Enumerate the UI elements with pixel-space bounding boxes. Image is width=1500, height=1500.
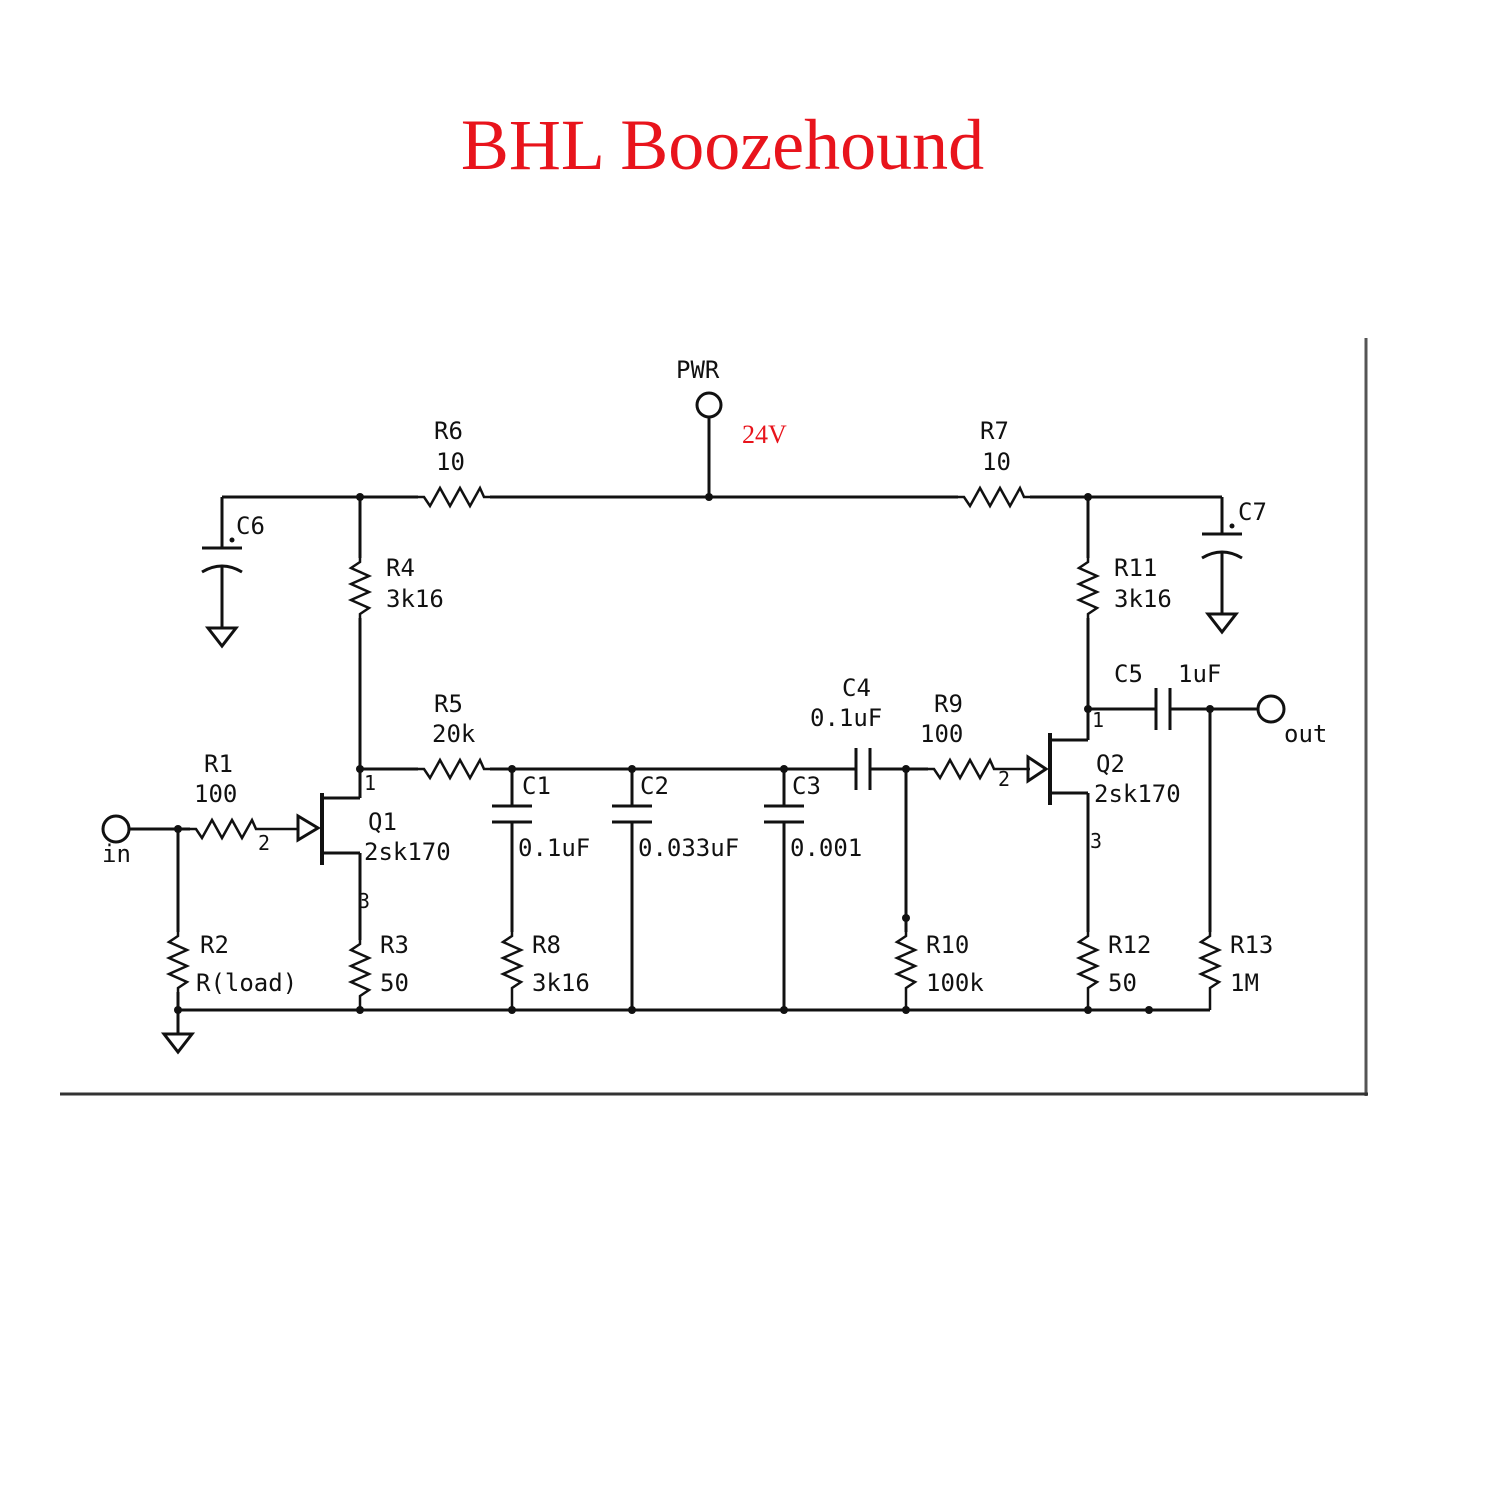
c5-ref: C5 [1114, 660, 1143, 688]
resistor-r6 [418, 485, 490, 509]
c3-value: 0.001 [790, 834, 862, 862]
r1-ref: R1 [204, 750, 233, 778]
capacitor-c3 [764, 769, 804, 1010]
r4-ref: R4 [386, 554, 415, 582]
r6-ref: R6 [434, 417, 463, 445]
r7-value: 10 [982, 448, 1011, 476]
ground-icon [1204, 612, 1240, 635]
r4-value: 3k16 [386, 585, 444, 613]
r9-ref: R9 [934, 690, 963, 718]
c3-ref: C3 [792, 772, 821, 800]
r11-ref: R11 [1114, 554, 1157, 582]
q2-pin-gate: 2 [998, 767, 1010, 791]
capacitor-c1 [492, 769, 532, 932]
output-label: out [1284, 720, 1327, 748]
q1-ref: Q1 [368, 808, 397, 836]
r8-ref: R8 [532, 931, 561, 959]
page-title: BHL Boozehound [460, 105, 985, 185]
r6-value: 10 [436, 448, 465, 476]
resistor-r13 [1197, 709, 1223, 1010]
c1-ref: C1 [522, 772, 551, 800]
ground-icon [204, 626, 240, 649]
c2-ref: C2 [640, 772, 669, 800]
capacitor-c2 [612, 769, 652, 1010]
r7-ref: R7 [980, 417, 1009, 445]
q2-pin-source: 3 [1090, 829, 1102, 853]
r10-value: 100k [926, 969, 984, 997]
schematic-panel [60, 338, 1368, 1096]
resistor-r11 [1075, 497, 1101, 740]
r12-value: 50 [1108, 969, 1137, 997]
capacitor-c4 [850, 748, 928, 790]
q1-pin-drain: 1 [364, 771, 376, 795]
supply-voltage: 24V [742, 420, 787, 449]
r11-value: 3k16 [1114, 585, 1172, 613]
ground-icon [160, 1032, 196, 1055]
resistor-r12 [1075, 932, 1101, 1010]
q2-ref: Q2 [1096, 750, 1125, 778]
power-rail [222, 391, 1222, 499]
resistor-r1 [190, 817, 298, 841]
q2-pin-drain: 1 [1092, 708, 1104, 732]
resistor-r7 [958, 485, 1030, 509]
r13-value: 1M [1230, 969, 1259, 997]
resistor-r4 [347, 497, 373, 770]
resistor-r5 [418, 757, 490, 781]
r1-value: 100 [194, 780, 237, 808]
q1-part: 2sk170 [364, 838, 451, 866]
r2-value: R(load) [196, 969, 297, 997]
c4-value: 0.1uF [810, 704, 882, 732]
c5-value: 1uF [1178, 660, 1221, 688]
r9-value: 100 [920, 720, 963, 748]
pwr-label: PWR [676, 356, 720, 384]
capacitor-c6 [201, 497, 243, 628]
transistor-q2 [1026, 733, 1090, 932]
r3-ref: R3 [380, 931, 409, 959]
resistor-r8 [499, 932, 525, 1010]
q1-pin-source: 3 [358, 889, 370, 913]
q1-pin-gate: 2 [258, 831, 270, 855]
r10-ref: R10 [926, 931, 969, 959]
r5-ref: R5 [434, 690, 463, 718]
junction-dots [174, 493, 1214, 1014]
capacitor-c7 [1201, 497, 1243, 614]
r13-ref: R13 [1230, 931, 1273, 959]
c1-value: 0.1uF [518, 834, 590, 862]
q2-part: 2sk170 [1094, 780, 1181, 808]
r3-value: 50 [380, 969, 409, 997]
r12-ref: R12 [1108, 931, 1151, 959]
c2-value: 0.033uF [638, 834, 739, 862]
c6-ref: C6 [236, 512, 265, 540]
c7-ref: C7 [1238, 498, 1267, 526]
resistor-r10 [893, 769, 919, 1010]
resistor-r9 [928, 757, 1030, 781]
output-terminal [1256, 694, 1286, 724]
r5-value: 20k [432, 720, 476, 748]
r2-ref: R2 [200, 931, 229, 959]
c4-ref: C4 [842, 674, 871, 702]
resistor-r3 [347, 940, 373, 1010]
input-label: in [102, 840, 131, 868]
r8-value: 3k16 [532, 969, 590, 997]
